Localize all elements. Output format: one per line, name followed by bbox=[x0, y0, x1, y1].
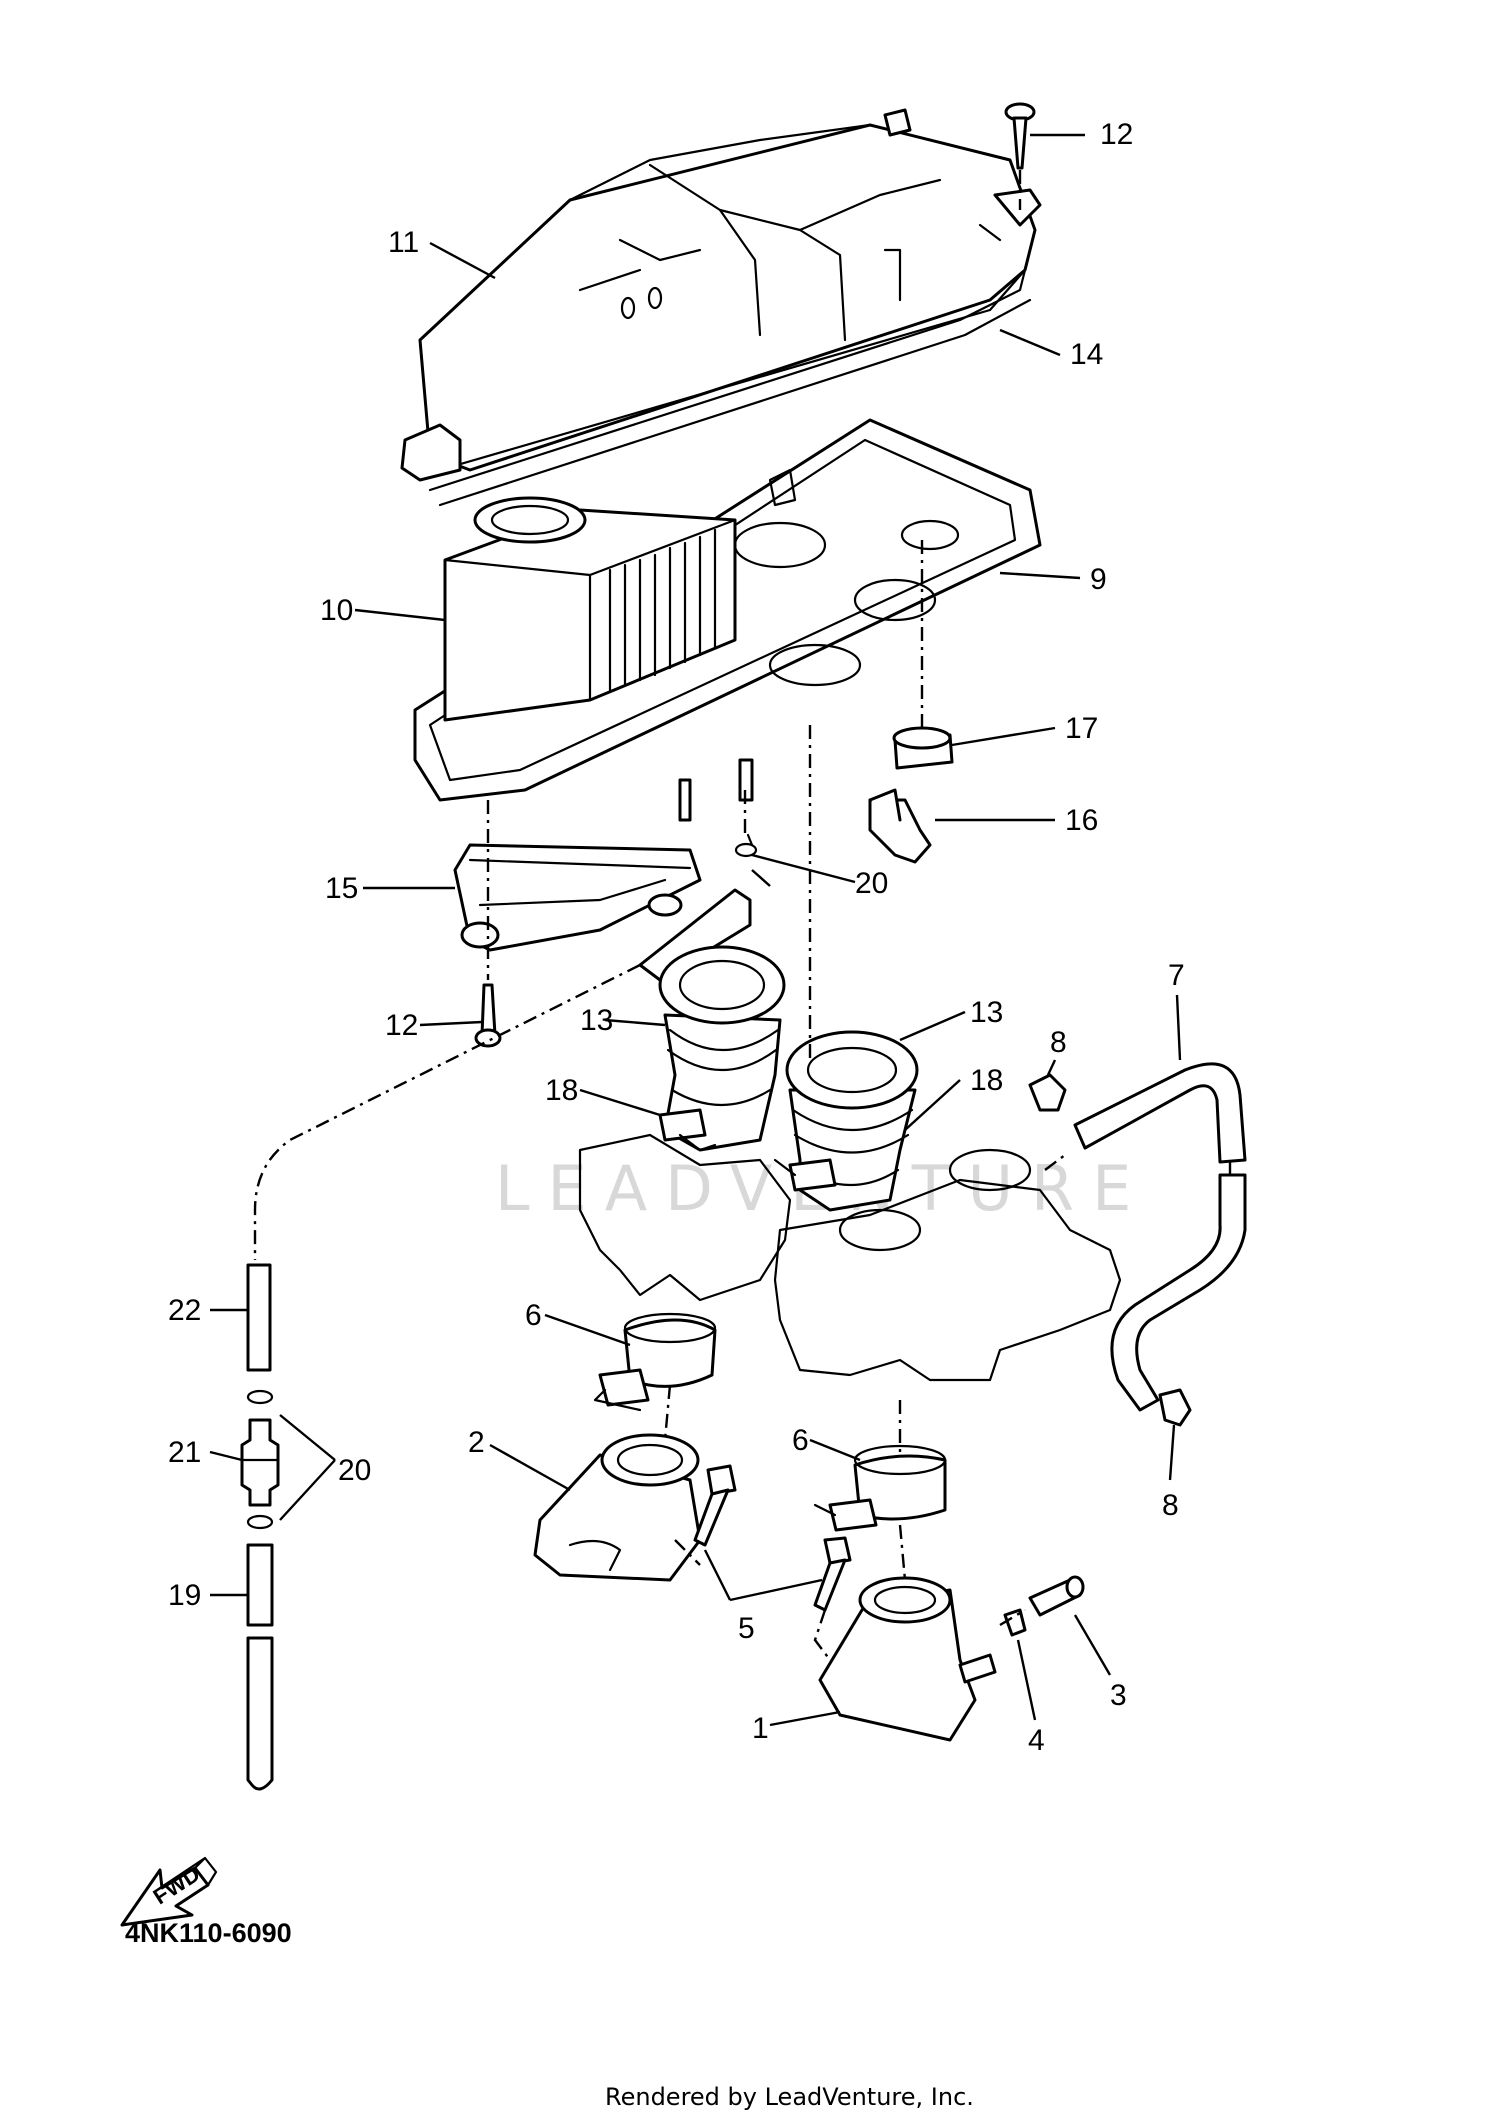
callout-8-lower: 8 bbox=[1162, 1489, 1179, 1522]
forward-direction-arrow: FWD bbox=[120, 1856, 218, 1927]
part-20-clip-upper bbox=[734, 833, 758, 858]
callout-14: 14 bbox=[1070, 338, 1103, 371]
part-6-clamp-lower bbox=[813, 1444, 947, 1532]
part-19-hose bbox=[246, 1543, 274, 1791]
callout-labels: 12 11 14 9 10 17 16 20 15 12 13 13 7 8 1… bbox=[168, 118, 1185, 1757]
part-12-screw-lower bbox=[474, 983, 502, 1048]
callout-3: 3 bbox=[1110, 1679, 1127, 1712]
part-14-gasket bbox=[428, 248, 1032, 507]
part-5-bolt-lower bbox=[813, 1536, 852, 1612]
part-2-intake-manifold bbox=[533, 1433, 702, 1582]
carburetor-assembly bbox=[578, 1133, 1122, 1382]
callout-6-upper: 6 bbox=[525, 1299, 542, 1332]
part-4-clip bbox=[1003, 1608, 1027, 1637]
part-15-case-bottom bbox=[453, 843, 702, 952]
part-16-elbow bbox=[868, 788, 932, 864]
part-7-hose bbox=[1073, 1062, 1247, 1412]
part-6-clamp-upper bbox=[593, 1312, 717, 1412]
callout-13-right: 13 bbox=[970, 996, 1003, 1029]
part-5-bolt-upper bbox=[693, 1464, 737, 1547]
part-21-fuel-filter bbox=[240, 1418, 280, 1507]
callout-19: 19 bbox=[168, 1579, 201, 1612]
callout-7: 7 bbox=[1168, 959, 1185, 992]
callout-20-lower: 20 bbox=[338, 1454, 371, 1487]
part-11-case-cover bbox=[400, 108, 1042, 482]
part-22-hose bbox=[246, 1263, 272, 1372]
catalog-code: 4NK110-6090 bbox=[125, 1918, 292, 1948]
callout-22: 22 bbox=[168, 1294, 201, 1327]
callout-20-upper: 20 bbox=[855, 867, 888, 900]
callout-12-lower: 12 bbox=[385, 1009, 418, 1042]
callout-13-left: 13 bbox=[580, 1004, 613, 1037]
assembly-lines bbox=[253, 170, 1232, 1661]
callout-6-lower: 6 bbox=[792, 1424, 809, 1457]
breather-hose-upper bbox=[638, 888, 752, 982]
part-12-screw-upper bbox=[1004, 102, 1036, 170]
callout-9: 9 bbox=[1090, 563, 1107, 596]
callout-21: 21 bbox=[168, 1436, 201, 1469]
part-17-grommet bbox=[892, 726, 954, 770]
callout-12-upper: 12 bbox=[1100, 118, 1133, 151]
callout-8-upper: 8 bbox=[1050, 1026, 1067, 1059]
leader-lines bbox=[209, 133, 1182, 1727]
part-3-cap bbox=[1028, 1575, 1085, 1617]
callout-2: 2 bbox=[468, 1426, 485, 1459]
part-18-clamp-right bbox=[773, 1158, 837, 1192]
part-8-clip-upper bbox=[1028, 1073, 1067, 1112]
callout-5: 5 bbox=[738, 1612, 755, 1645]
part-1-intake-manifold bbox=[818, 1576, 997, 1742]
callout-1: 1 bbox=[752, 1712, 769, 1745]
callout-15: 15 bbox=[325, 872, 358, 905]
callout-4: 4 bbox=[1028, 1724, 1045, 1757]
callout-16: 16 bbox=[1065, 804, 1098, 837]
part-18-clamp-left bbox=[658, 1108, 717, 1152]
callout-11: 11 bbox=[388, 226, 419, 259]
part-20-clips-lower bbox=[246, 1389, 274, 1530]
callout-18-right: 18 bbox=[970, 1064, 1003, 1097]
part-8-clip-lower bbox=[1158, 1388, 1192, 1427]
callout-18-left: 18 bbox=[545, 1074, 578, 1107]
callout-10: 10 bbox=[320, 594, 353, 627]
callout-17: 17 bbox=[1065, 712, 1098, 745]
part-10-filter-element bbox=[443, 496, 737, 722]
render-credit: Rendered by LeadVenture, Inc. bbox=[605, 2083, 974, 2111]
